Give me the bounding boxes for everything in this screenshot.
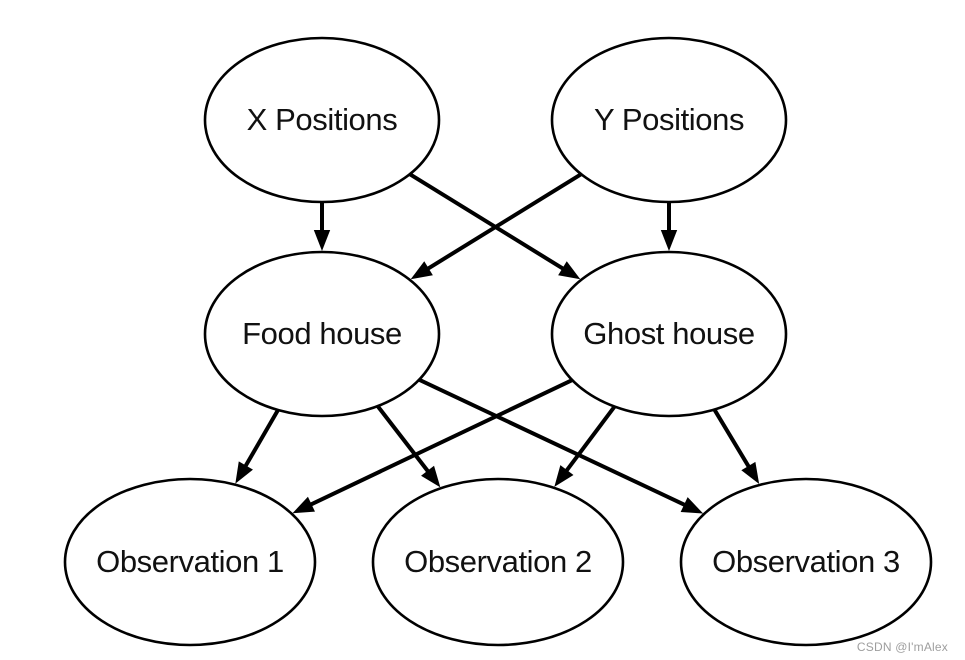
edge-food-house-to-observation-3 [418,377,704,514]
arrowhead-icon [313,230,331,251]
edge-line [561,405,617,477]
node-y-positions-ellipse [550,36,788,204]
edge-food-house-to-observation-2 [376,404,441,488]
edge-x-positions-to-ghost-house [408,172,581,280]
edge-line [305,378,574,509]
node-observation-3-ellipse [679,477,933,647]
edge-line [376,404,433,477]
arrowhead-icon [235,461,253,484]
edge-x-positions-to-food-house [313,202,331,251]
node-food-house-ellipse [203,250,441,418]
arrowhead-icon [554,465,574,487]
edge-line [422,172,583,274]
arrowhead-icon [410,261,433,280]
node-observation-2-ellipse [371,477,625,647]
arrowhead-icon [292,496,315,514]
edge-line [418,377,691,509]
nodes-layer [63,36,933,647]
edge-line [241,408,280,472]
arrowhead-icon [558,261,581,280]
node-observation-1-ellipse [63,477,317,647]
edge-food-house-to-observation-1 [235,408,280,484]
arrowhead-icon [421,465,441,488]
edges-layer [235,172,760,514]
edge-line [712,408,754,473]
watermark: CSDN @I'mAlex [856,640,948,654]
edge-ghost-house-to-observation-1 [292,378,574,514]
edge-y-positions-to-ghost-house [660,202,678,251]
node-x-positions-ellipse [203,36,441,204]
arrowhead-icon [741,461,760,485]
node-ghost-house-ellipse [550,250,788,418]
edge-ghost-house-to-observation-3 [712,408,760,485]
edge-y-positions-to-food-house [410,172,583,280]
edge-line [408,172,569,274]
arrowhead-icon [680,497,704,514]
edge-ghost-house-to-observation-2 [554,405,617,487]
arrowhead-icon [660,230,678,251]
